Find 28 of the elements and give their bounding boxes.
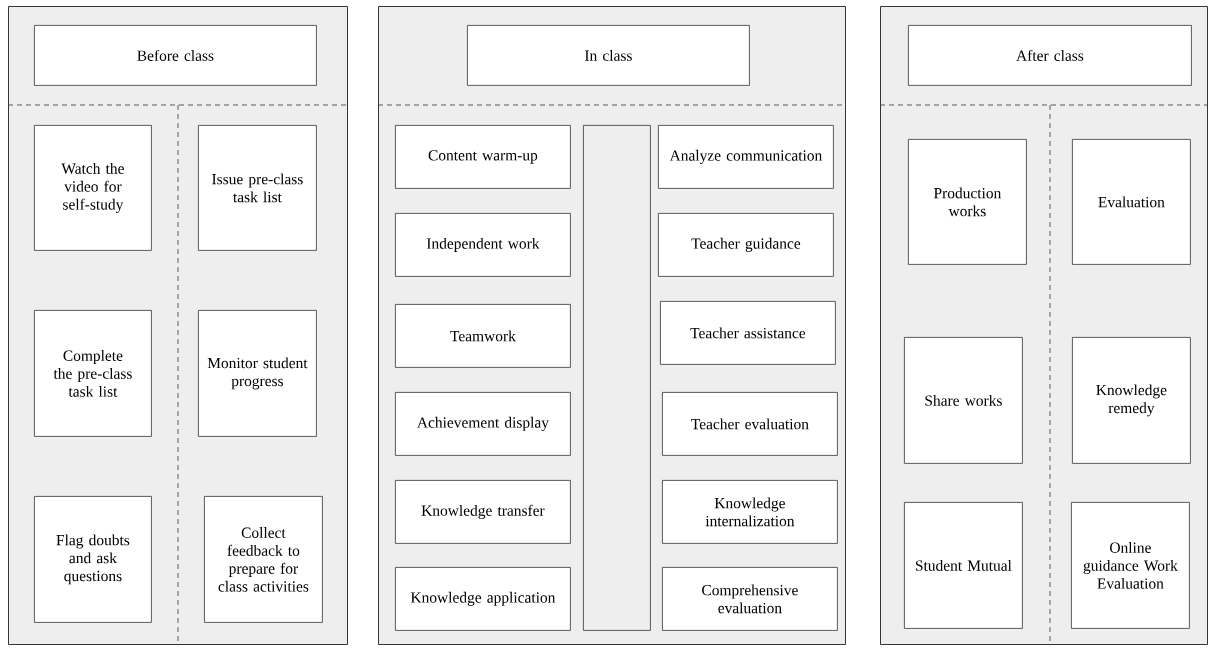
activity-box: Issue pre-class task list	[198, 125, 317, 251]
activity-box: Content warm-up	[395, 125, 571, 189]
activity-box: Independent work	[395, 213, 571, 277]
stage-heading-box: After class	[908, 25, 1192, 86]
activity-box: Comprehensive evaluation	[662, 567, 838, 631]
activity-box: Evaluation	[1072, 139, 1191, 265]
stage-heading-box: Before class	[34, 25, 317, 86]
activity-box: Watch the video for self-study	[34, 125, 152, 251]
activity-box: Achievement display	[395, 392, 571, 456]
activity-box: Knowledge application	[395, 567, 571, 631]
activity-box: Online guidance Work Evaluation	[1071, 502, 1190, 629]
activity-box: Teacher evaluation	[662, 392, 838, 456]
activity-box: Knowledge internalization	[662, 480, 838, 544]
activity-box: Analyze communication	[658, 125, 834, 189]
activity-box: Monitor student progress	[198, 310, 317, 437]
activity-box: Complete the pre-class task list	[34, 310, 152, 437]
activity-box: Knowledge transfer	[395, 480, 571, 544]
activity-box: Collect feedback to prepare for class activities	[204, 496, 323, 623]
empty-bar	[583, 125, 651, 631]
stage-heading-box: In class	[467, 25, 750, 86]
activity-box: Production works	[908, 139, 1027, 265]
activity-box: Flag doubts and ask questions	[34, 496, 152, 623]
activity-box: Student Mutual	[904, 502, 1023, 629]
activity-box: Teacher assistance	[660, 301, 836, 365]
activity-box: Share works	[904, 337, 1023, 464]
activity-box: Knowledge remedy	[1072, 337, 1191, 464]
activity-box: Teacher guidance	[658, 213, 834, 277]
activity-box: Teamwork	[395, 304, 571, 368]
